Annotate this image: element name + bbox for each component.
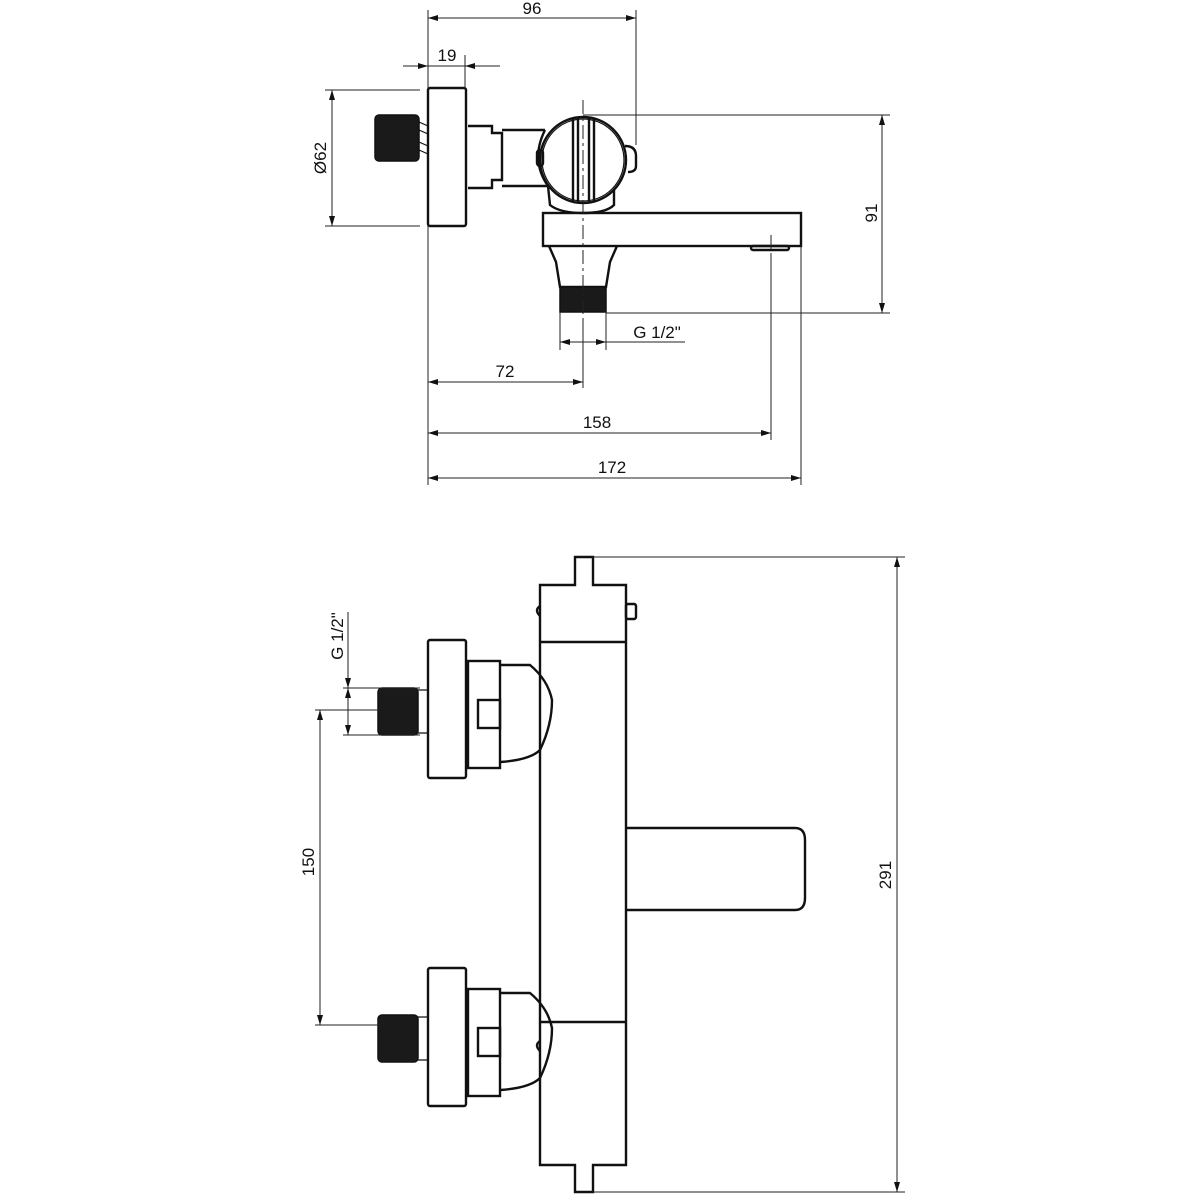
wall-plate — [426, 86, 468, 228]
dim-291: 291 — [593, 556, 905, 1193]
dim-72: 72 — [428, 320, 584, 388]
spout — [626, 826, 807, 912]
top-view: 96 19 Ø62 91 G 1/2" — [311, 0, 890, 485]
dim-diameter-62: Ø62 — [311, 89, 420, 227]
dim-label: 172 — [598, 458, 626, 477]
dim-172: 172 — [428, 246, 802, 485]
inlet-thread — [374, 114, 420, 162]
dim-label: 72 — [496, 362, 515, 381]
mixer-body — [535, 555, 638, 1194]
dim-19: 19 — [403, 46, 500, 88]
thermostat-body — [535, 115, 638, 215]
dim-label: 150 — [299, 848, 318, 876]
front-view: G 1/2" 150 291 — [299, 555, 905, 1194]
dim-label: Ø62 — [311, 142, 330, 174]
dim-158: 158 — [428, 255, 772, 440]
dim-label: 19 — [438, 46, 457, 65]
lower-inlet — [377, 966, 554, 1108]
dim-label: 291 — [876, 861, 895, 889]
dim-label: G 1/2" — [328, 612, 347, 660]
dim-label: G 1/2" — [633, 323, 681, 342]
dim-150: 150 — [299, 709, 380, 1026]
dim-label: 96 — [523, 0, 542, 18]
dim-96: 96 — [427, 0, 637, 485]
dim-label: 158 — [583, 413, 611, 432]
upper-inlet — [377, 638, 554, 780]
connector — [468, 124, 548, 190]
dim-label: 91 — [862, 204, 881, 223]
spout — [541, 211, 803, 313]
dim-g-half-inlet: G 1/2" — [328, 612, 420, 736]
dim-91: 91 — [583, 114, 890, 314]
dim-g-half-outlet: G 1/2" — [559, 312, 685, 350]
